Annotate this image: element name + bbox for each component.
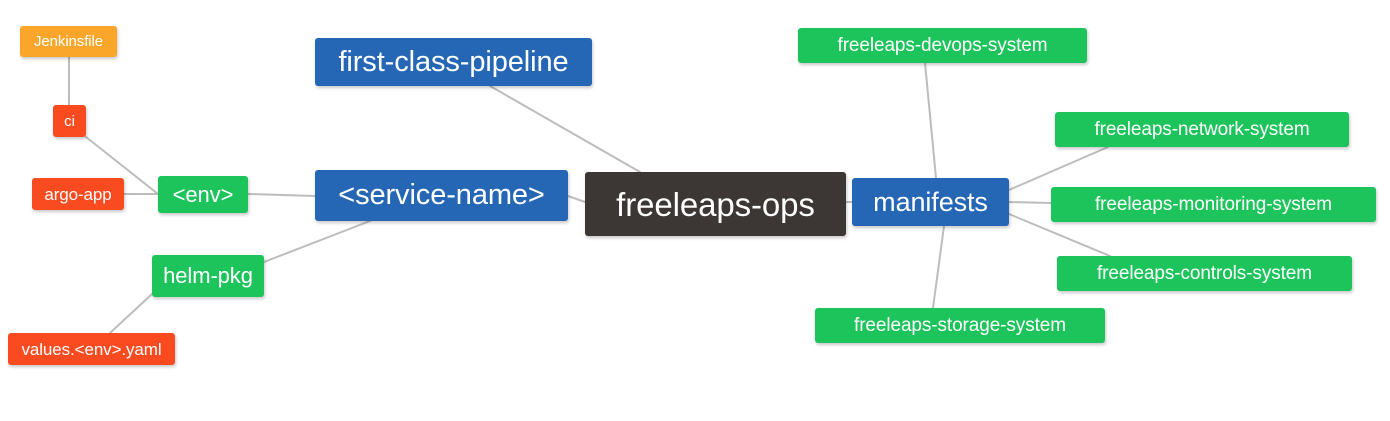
node-argo-app[interactable]: argo-app — [32, 178, 124, 210]
node-first-class-pipeline[interactable]: first-class-pipeline — [315, 38, 592, 86]
edge-values-helmpkg — [109, 293, 153, 334]
node-ci[interactable]: ci — [53, 105, 86, 137]
node-network-system[interactable]: freeleaps-network-system — [1055, 112, 1349, 147]
edge-manifests-storage — [932, 225, 945, 309]
node-freeleaps-ops[interactable]: freeleaps-ops — [585, 172, 846, 236]
node-values-yaml[interactable]: values.<env>.yaml — [8, 333, 175, 365]
edge-manifests-monitoring — [1008, 201, 1052, 204]
node-storage-system[interactable]: freeleaps-storage-system — [815, 308, 1105, 343]
edge-pipeline-ops — [489, 85, 641, 173]
node-monitoring-system[interactable]: freeleaps-monitoring-system — [1051, 187, 1376, 222]
node-env[interactable]: <env> — [158, 176, 248, 213]
node-service-name[interactable]: <service-name> — [315, 170, 568, 221]
edge-helmpkg-servicename — [263, 220, 371, 263]
edge-servicename-ops — [567, 195, 586, 203]
edge-manifests-devops — [924, 62, 937, 179]
node-devops-system[interactable]: freeleaps-devops-system — [798, 28, 1087, 63]
node-controls-system[interactable]: freeleaps-controls-system — [1057, 256, 1352, 291]
edge-manifests-network — [1008, 146, 1109, 191]
node-jenkinsfile[interactable]: Jenkinsfile — [20, 26, 117, 57]
node-manifests[interactable]: manifests — [852, 178, 1009, 226]
node-helm-pkg[interactable]: helm-pkg — [152, 255, 264, 297]
edge-env-servicename — [247, 193, 316, 197]
